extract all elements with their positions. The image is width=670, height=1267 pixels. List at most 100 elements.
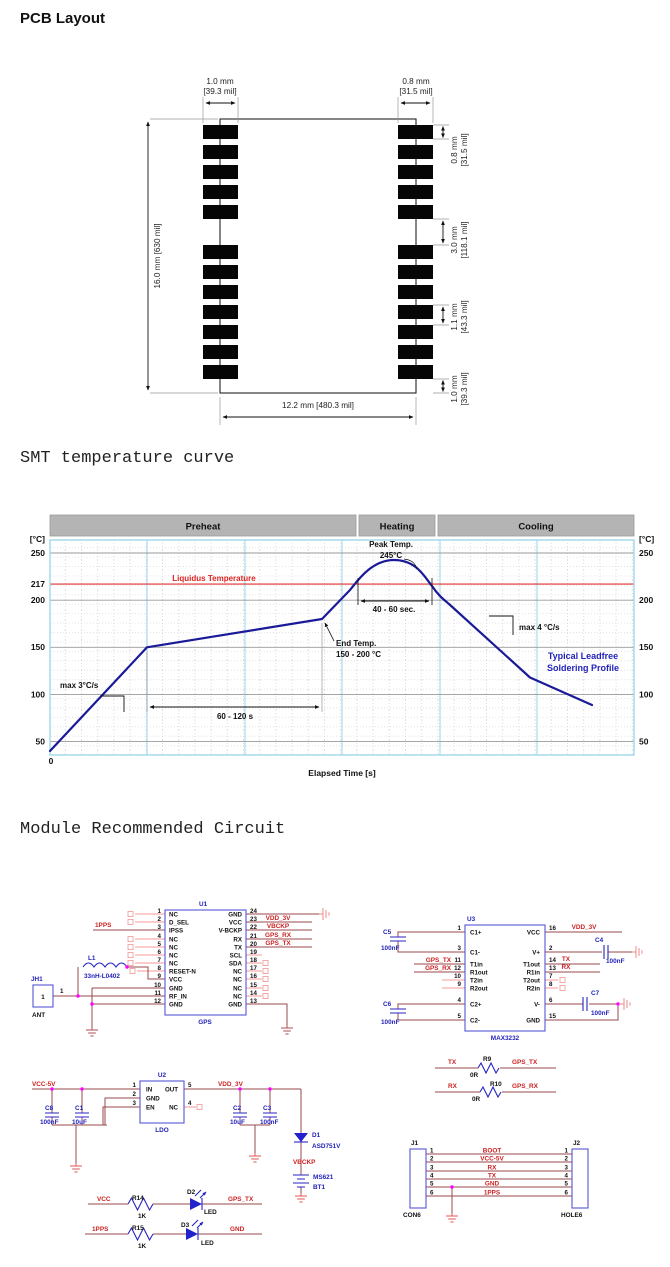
- net-label: VDD_3V: [572, 924, 598, 931]
- svg-text:R1out: R1out: [470, 969, 488, 976]
- svg-text:5: 5: [158, 941, 162, 948]
- r15-ref: R15: [132, 1225, 144, 1232]
- r14-ref: R14: [132, 1195, 144, 1202]
- net-label: GPS_TX: [228, 1196, 254, 1203]
- svg-text:5: 5: [458, 1013, 462, 1020]
- svg-text:1: 1: [158, 908, 162, 915]
- pcb-dimension-right-gap: 3.0 mm [118.1 mil]: [433, 218, 469, 259]
- svg-text:15: 15: [250, 982, 257, 989]
- net-label: VCC: [97, 1196, 111, 1203]
- svg-text:13: 13: [549, 965, 556, 972]
- peak-temp-label: Peak Temp.: [369, 540, 413, 549]
- dim-label: [31.5 mil]: [460, 133, 469, 166]
- chart-annotations: Liquidus Temperature Peak Temp. 245°C 40…: [60, 540, 619, 778]
- svg-text:3: 3: [565, 1165, 569, 1172]
- dim-label: 1.0 mm: [206, 77, 233, 86]
- svg-text:4: 4: [430, 1173, 434, 1180]
- net-label: VDD_3V: [218, 1081, 244, 1088]
- phase-heating-label: Heating: [380, 522, 415, 533]
- net-label: TX: [448, 1059, 457, 1066]
- svg-text:C2+: C2+: [470, 1001, 482, 1008]
- svg-text:21: 21: [250, 933, 257, 940]
- c2-ref: C2: [233, 1105, 242, 1112]
- dim-label: 0.8 mm: [402, 77, 429, 86]
- pcb-dimension-right-bottom: 1.0 mm [39.3 mil]: [433, 372, 469, 406]
- c1-value: 10uF: [72, 1119, 87, 1126]
- preheat-rate-label: max 3°C/s: [60, 681, 99, 690]
- svg-text:NC: NC: [233, 968, 242, 975]
- ground-symbol: [631, 945, 643, 959]
- svg-text:R2out: R2out: [470, 985, 488, 992]
- svg-text:6: 6: [158, 949, 162, 956]
- svg-text:23: 23: [250, 916, 257, 923]
- svg-text:2: 2: [565, 1156, 569, 1163]
- backup-diode-battery: D1 ASD751V VBCKP MS621 BT1: [293, 1132, 341, 1203]
- antenna-connector: JH1 1 ANT 1 L1 33nH-L0402: [31, 955, 120, 1019]
- svg-text:SDA: SDA: [229, 960, 243, 967]
- d2-ref: D2: [187, 1189, 196, 1196]
- svg-text:6: 6: [430, 1190, 434, 1197]
- svg-text:RX: RX: [233, 936, 242, 943]
- svg-text:3: 3: [158, 924, 162, 931]
- phase-preheat-label: Preheat: [186, 522, 222, 533]
- svg-text:7: 7: [158, 957, 162, 964]
- svg-text:T2in: T2in: [470, 977, 483, 984]
- circuit-title: Module Recommended Circuit: [20, 820, 286, 839]
- y-axis-right: [°C] 250 200 150 100 50: [639, 534, 654, 747]
- svg-text:R2in: R2in: [527, 985, 541, 992]
- ground-symbol: [619, 997, 631, 1011]
- r9-ref: R9: [483, 1056, 492, 1063]
- d1-value: ASD751V: [312, 1143, 341, 1150]
- net-label: RX: [448, 1083, 458, 1090]
- svg-text:150: 150: [31, 642, 45, 652]
- dim-label: 0.8 mm: [450, 136, 459, 163]
- smt-curve-title: SMT temperature curve: [20, 449, 235, 468]
- y-unit-right: [°C]: [639, 534, 654, 544]
- svg-text:IN: IN: [146, 1087, 153, 1094]
- liquidus-label: Liquidus Temperature: [172, 574, 256, 583]
- svg-text:9: 9: [458, 981, 462, 988]
- svg-text:GND: GND: [526, 1017, 540, 1024]
- c2-value: 10uF: [230, 1119, 245, 1126]
- dim-label: [31.5 mil]: [399, 87, 432, 96]
- net-label: GPS_RX: [512, 1083, 539, 1090]
- led-symbol: [190, 1198, 202, 1210]
- svg-text:10: 10: [454, 973, 461, 980]
- svg-text:4: 4: [458, 997, 462, 1004]
- smt-temperature-chart: Preheat Heating Cooling [°C] 250 217 200…: [30, 514, 654, 778]
- dim-label: [118.1 mil]: [460, 221, 469, 258]
- net-label: VBCKP: [293, 1159, 316, 1166]
- r14-value: 1K: [138, 1213, 147, 1220]
- svg-text:2: 2: [549, 945, 553, 952]
- temperature-profile-curve: [48, 558, 594, 753]
- dim-label: 16.0 mm [630 mil]: [153, 223, 162, 288]
- dim-label: [43.3 mil]: [460, 300, 469, 333]
- svg-text:C1+: C1+: [470, 929, 482, 936]
- svg-text:217: 217: [31, 579, 45, 589]
- svg-text:D_SEL: D_SEL: [169, 919, 189, 926]
- ant-label: ANT: [32, 1012, 45, 1019]
- r10-value: 0R: [472, 1096, 481, 1103]
- svg-text:22: 22: [250, 924, 257, 931]
- c5-value: 100nF: [381, 945, 400, 952]
- r9-value: 0R: [470, 1072, 479, 1079]
- net-label: RX: [562, 964, 572, 971]
- svg-text:OUT: OUT: [165, 1087, 178, 1094]
- c3-value: 100nF: [260, 1119, 279, 1126]
- svg-text:VCC: VCC: [527, 929, 541, 936]
- svg-text:250: 250: [31, 548, 45, 558]
- svg-text:GND: GND: [169, 985, 183, 992]
- svg-text:7: 7: [549, 973, 553, 980]
- peak-temp-value: 245°C: [380, 551, 403, 560]
- soak-time-label: 60 - 120 s: [217, 712, 254, 721]
- svg-text:14: 14: [549, 957, 556, 964]
- phase-cooling-label: Cooling: [518, 522, 554, 533]
- net-label: GND: [230, 1226, 245, 1233]
- j1-part: CON6: [403, 1212, 421, 1219]
- c6-value: 100nF: [381, 1019, 400, 1026]
- svg-text:1: 1: [458, 925, 462, 932]
- c6-ref: C6: [383, 1001, 392, 1008]
